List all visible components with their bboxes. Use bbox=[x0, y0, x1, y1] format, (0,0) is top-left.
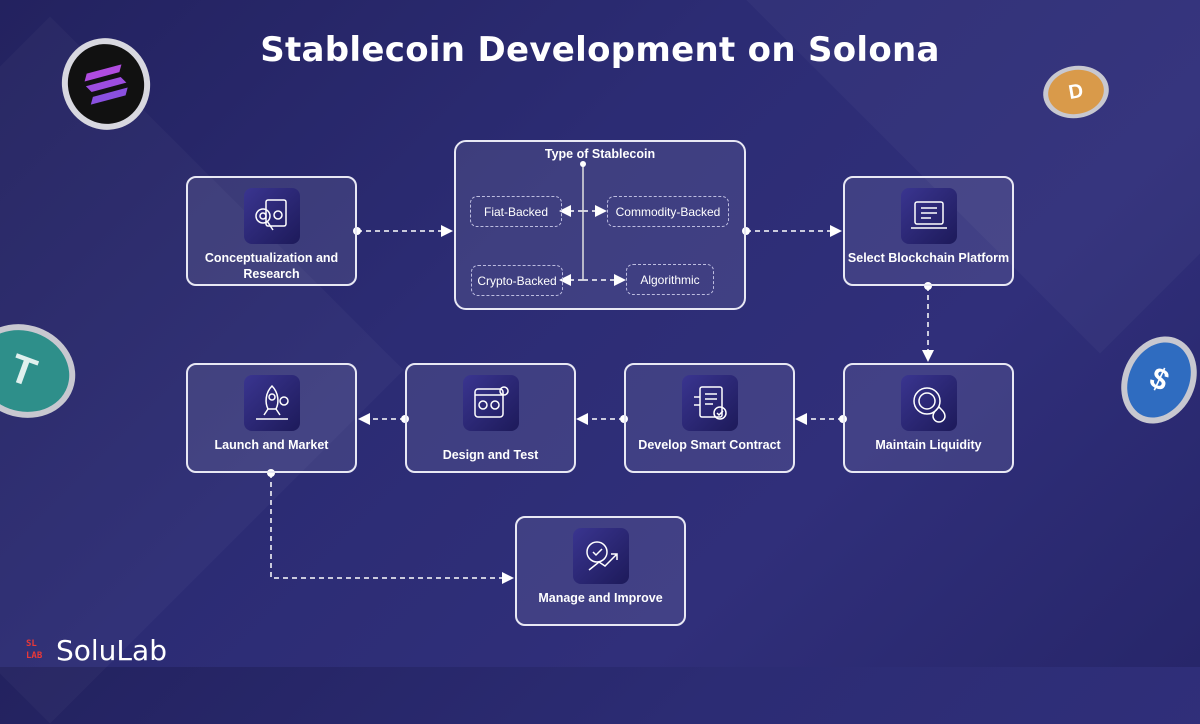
research-icon bbox=[243, 188, 300, 244]
types-title: Type of Stablecoin bbox=[544, 147, 656, 161]
step-label: Select Blockchain Platform bbox=[847, 251, 1010, 265]
step-label: Launch and Market bbox=[214, 438, 329, 452]
liquidity-icon bbox=[900, 375, 957, 431]
step-label: Design and Test bbox=[442, 448, 539, 462]
type-fiat-backed: Fiat-Backed bbox=[470, 196, 562, 227]
step-label: Conceptualization and Research bbox=[204, 251, 339, 281]
step-select-platform: Select Blockchain Platform bbox=[843, 176, 1014, 286]
step-label: Manage and Improve bbox=[538, 591, 663, 605]
improve-icon bbox=[572, 528, 629, 584]
step-design-test: Design and Test bbox=[405, 363, 576, 473]
stablecoin-types-box: Type of Stablecoin Fiat-Backed Commodity… bbox=[454, 140, 746, 310]
step-label: Develop Smart Contract bbox=[638, 438, 781, 452]
solulab-logo-mark: SL LAB bbox=[26, 638, 43, 661]
step-conceptualization: Conceptualization and Research bbox=[186, 176, 357, 286]
type-commodity-backed: Commodity-Backed bbox=[607, 196, 729, 227]
page-title: Stablecoin Development on Solona bbox=[260, 30, 940, 70]
step-label: Maintain Liquidity bbox=[875, 438, 982, 452]
design-test-icon bbox=[462, 375, 519, 431]
solulab-logo: SL LAB SoluLab bbox=[26, 634, 167, 667]
step-develop-contract: Develop Smart Contract bbox=[624, 363, 795, 473]
smart-contract-icon bbox=[681, 375, 738, 431]
blockchain-platform-icon bbox=[900, 188, 957, 244]
type-algorithmic: Algorithmic bbox=[626, 264, 714, 295]
rocket-icon bbox=[243, 375, 300, 431]
step-manage-improve: Manage and Improve bbox=[515, 516, 686, 626]
brand-name: SoluLab bbox=[56, 634, 167, 667]
type-crypto-backed: Crypto-Backed bbox=[471, 265, 563, 296]
step-launch-market: Launch and Market bbox=[186, 363, 357, 473]
step-maintain-liquidity: Maintain Liquidity bbox=[843, 363, 1014, 473]
